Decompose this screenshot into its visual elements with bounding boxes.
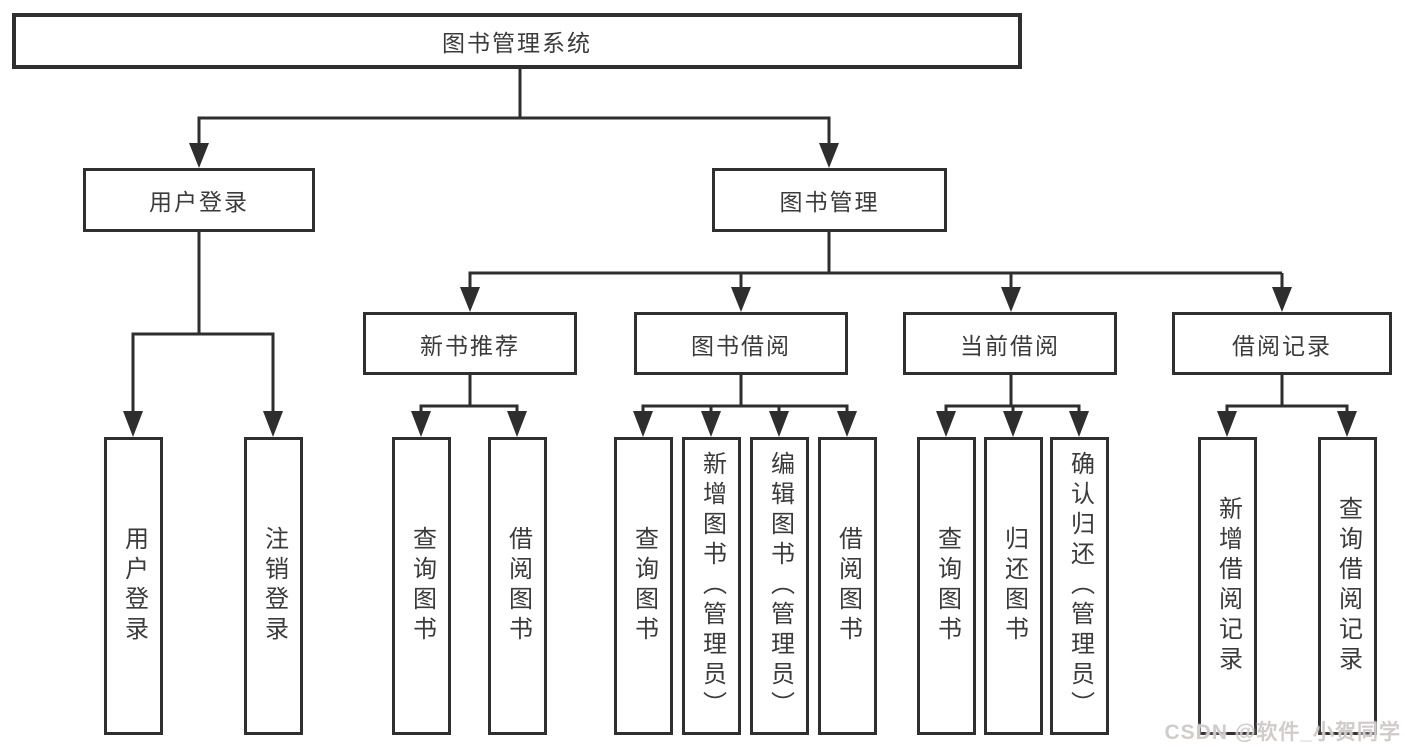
csdn-watermark: CSDN @软件_小贺同学 [1164, 721, 1401, 744]
node-borrow-records: 借阅记录 [1172, 312, 1392, 375]
leaf-query-books-recommend: 查询图书 [392, 437, 451, 735]
node-book-borrowing: 图书借阅 [634, 312, 848, 375]
node-current-borrowing: 当前借阅 [903, 312, 1117, 375]
node-user-login-branch: 用户登录 [83, 168, 315, 232]
leaf-add-book-admin: 新增图书（管理员） [682, 437, 741, 735]
leaf-borrow-books-recommend: 借阅图书 [488, 437, 547, 735]
leaf-borrow-books: 借阅图书 [818, 437, 877, 735]
leaf-query-borrow-record: 查询借阅记录 [1318, 437, 1377, 735]
leaf-return-book: 归还图书 [984, 437, 1043, 735]
leaf-confirm-return-admin: 确认归还（管理员） [1050, 437, 1109, 735]
leaf-edit-book-admin: 编辑图书（管理员） [750, 437, 809, 735]
leaf-query-books-current: 查询图书 [917, 437, 976, 735]
node-book-management-branch: 图书管理 [712, 168, 947, 232]
node-root-system: 图书管理系统 [12, 13, 1022, 69]
leaf-query-books-borrowing: 查询图书 [614, 437, 673, 735]
leaf-logout: 注销登录 [244, 437, 303, 735]
node-new-book-recommend: 新书推荐 [363, 312, 577, 375]
leaf-user-login: 用户登录 [104, 437, 163, 735]
leaf-add-borrow-record: 新增借阅记录 [1198, 437, 1257, 735]
